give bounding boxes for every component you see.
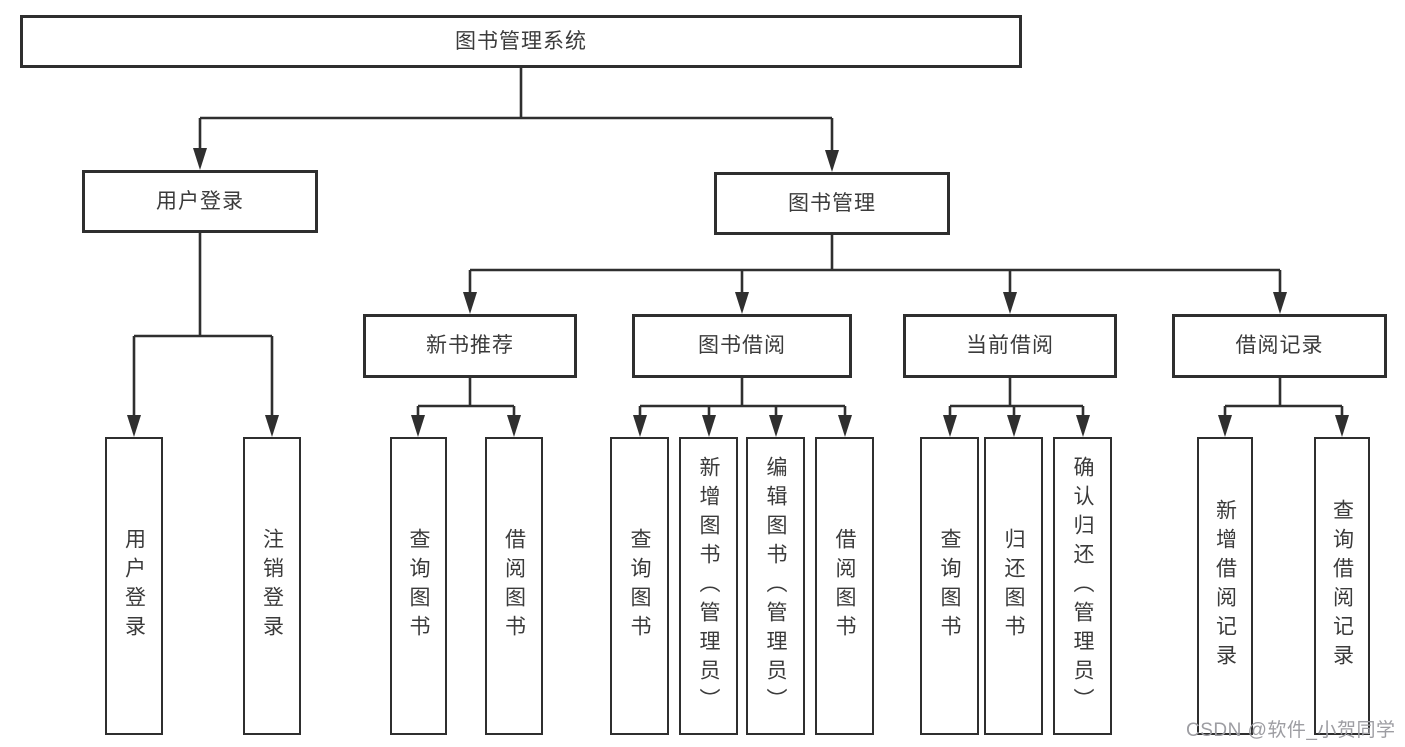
branch-node-book-management: 图书管理 xyxy=(714,172,950,235)
leaf-node-label: 新增借阅记录 xyxy=(1213,499,1237,673)
leaf-node-add-books-admin: 新增图书（管理员） xyxy=(679,437,738,735)
leaf-node-user-login: 用户登录 xyxy=(105,437,163,735)
leaf-node-label: 归还图书 xyxy=(1002,528,1025,644)
leaf-node-label: 编辑图书（管理员） xyxy=(764,455,787,717)
module-node-label: 新书推荐 xyxy=(426,334,514,358)
leaf-node-logout: 注销登录 xyxy=(243,437,301,735)
leaf-node-query-books-current: 查询图书 xyxy=(920,437,979,735)
leaf-node-borrow-books: 借阅图书 xyxy=(815,437,874,735)
branch-node-user-login: 用户登录 xyxy=(82,170,318,233)
leaf-node-label: 借阅图书 xyxy=(502,528,526,644)
leaf-node-label: 用户登录 xyxy=(122,528,146,644)
leaf-node-label: 查询图书 xyxy=(407,528,430,644)
csdn-watermark: CSDN @软件_小贺同学 xyxy=(1186,720,1396,741)
leaf-node-borrow-books-recommend: 借阅图书 xyxy=(485,437,543,735)
leaf-node-edit-books-admin: 编辑图书（管理员） xyxy=(746,437,805,735)
leaf-node-label: 查询图书 xyxy=(628,528,651,644)
leaf-node-query-borrow-record: 查询借阅记录 xyxy=(1314,437,1370,735)
branch-node-label: 图书管理 xyxy=(788,191,876,215)
leaf-node-label: 新增图书（管理员） xyxy=(697,455,720,717)
root-node-library-system: 图书管理系统 xyxy=(20,15,1022,68)
leaf-node-label: 确认归还（管理员） xyxy=(1071,455,1094,717)
leaf-node-label: 借阅图书 xyxy=(833,528,856,644)
leaf-node-return-books: 归还图书 xyxy=(984,437,1043,735)
leaf-node-confirm-return-admin: 确认归还（管理员） xyxy=(1053,437,1112,735)
module-node-new-book-recommend: 新书推荐 xyxy=(363,314,577,378)
leaf-node-label: 查询借阅记录 xyxy=(1330,499,1354,673)
root-node-label: 图书管理系统 xyxy=(455,29,587,53)
leaf-node-label: 查询图书 xyxy=(938,528,961,644)
module-node-label: 当前借阅 xyxy=(966,334,1054,358)
leaf-node-query-books-borrow: 查询图书 xyxy=(610,437,669,735)
arrowhead-icons xyxy=(127,148,1349,437)
leaf-node-label: 注销登录 xyxy=(260,528,284,644)
module-node-book-borrow: 图书借阅 xyxy=(632,314,852,378)
module-node-label: 图书借阅 xyxy=(698,334,786,358)
module-node-label: 借阅记录 xyxy=(1235,334,1324,358)
branch-node-label: 用户登录 xyxy=(156,189,244,213)
leaf-node-add-borrow-record: 新增借阅记录 xyxy=(1197,437,1253,735)
module-node-current-borrow: 当前借阅 xyxy=(903,314,1117,378)
module-node-borrow-record: 借阅记录 xyxy=(1172,314,1387,378)
leaf-node-query-books-recommend: 查询图书 xyxy=(390,437,447,735)
